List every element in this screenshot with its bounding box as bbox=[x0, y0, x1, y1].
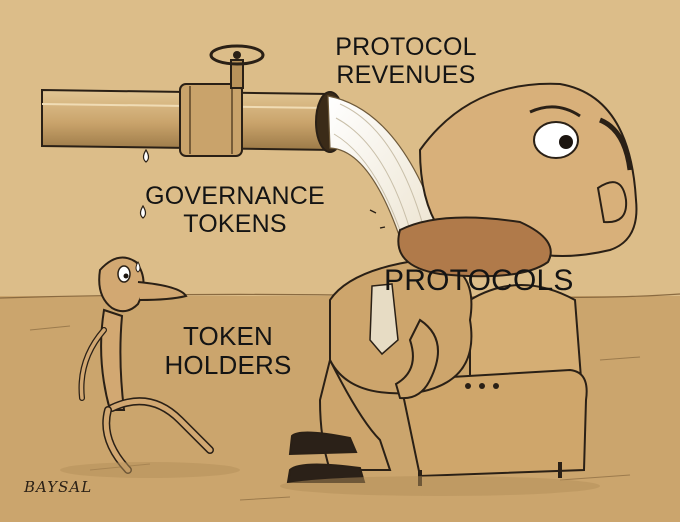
token-holder-figure bbox=[78, 256, 214, 474]
label-line: REVENUES bbox=[336, 61, 476, 89]
pipe-coupling bbox=[179, 83, 243, 157]
label-protocols: PROTOCOLS bbox=[384, 264, 574, 297]
label-line: GOVERNANCE bbox=[145, 182, 325, 210]
label-protocol-revenues: PROTOCOL REVENUES bbox=[318, 33, 494, 89]
water-drop-icon bbox=[139, 204, 147, 219]
artist-signature: BAYSAL bbox=[24, 478, 93, 496]
label-governance-tokens: GOVERNANCE TOKENS bbox=[130, 182, 340, 238]
label-line: TOKENS bbox=[183, 210, 287, 238]
label-token-holders: TOKEN HOLDERS bbox=[148, 321, 308, 381]
pipe bbox=[41, 83, 345, 157]
label-line: HOLDERS bbox=[164, 350, 292, 381]
protocol-figure bbox=[286, 82, 638, 483]
label-line: TOKEN bbox=[182, 321, 274, 351]
valve-icon bbox=[209, 44, 265, 89]
eye-icon bbox=[533, 121, 579, 159]
water-drop-icon bbox=[135, 260, 141, 273]
eye-icon bbox=[117, 265, 131, 283]
label-line: PROTOCOL bbox=[335, 33, 477, 61]
splash-icon bbox=[369, 209, 454, 319]
water-drop-icon bbox=[142, 148, 150, 163]
